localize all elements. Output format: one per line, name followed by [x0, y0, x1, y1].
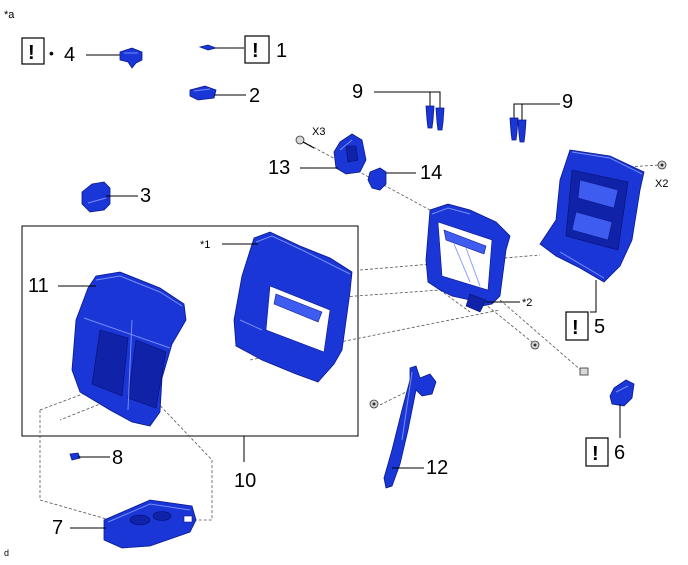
callout-2: 2 — [249, 85, 260, 107]
annotation-star1: *1 — [200, 239, 210, 251]
part-2-cover[interactable] — [189, 85, 217, 101]
callout-1: 1 — [276, 40, 287, 62]
warning-box — [585, 437, 609, 467]
washer-right[interactable] — [530, 340, 540, 350]
callout-7: 7 — [52, 517, 63, 539]
part-9-pin-right-a[interactable] — [509, 117, 519, 141]
corner-label-d: d — [4, 548, 9, 558]
annotation-x2: X2 — [655, 178, 668, 190]
corner-label-a: *a — [4, 9, 15, 21]
warning-box — [244, 35, 270, 64]
part-9-pin-right-b[interactable] — [517, 119, 527, 143]
part-4-clip[interactable] — [119, 47, 143, 69]
part-6-bracket-cover[interactable] — [609, 379, 635, 407]
leader-5 — [590, 280, 597, 313]
warning-5[interactable]: ! — [565, 311, 589, 341]
warning-symbol: ! — [572, 317, 579, 339]
callout-10: 10 — [234, 470, 256, 492]
part-9-pin-left-b[interactable] — [435, 107, 445, 131]
part-11-seatback-cover[interactable] — [71, 271, 187, 427]
callout-14: 14 — [420, 162, 442, 184]
washer-lower[interactable] — [369, 399, 379, 409]
warning-symbol: ! — [592, 443, 599, 465]
warning-box — [21, 37, 45, 65]
bolt-x3[interactable] — [295, 135, 315, 149]
annotation-star2: *2 — [522, 297, 532, 309]
part-1-pin[interactable] — [198, 44, 218, 51]
warning-4[interactable]: ! — [21, 37, 45, 65]
callout-5: 5 — [594, 316, 605, 338]
warning-symbol: ! — [252, 40, 259, 62]
callout-6: 6 — [614, 442, 625, 464]
part-13-hinge-cover[interactable] — [333, 133, 367, 175]
leader-9-right — [513, 103, 560, 120]
part-seatback-pad[interactable] — [233, 231, 353, 383]
bolt-right[interactable] — [579, 367, 589, 376]
callout-13: 13 — [268, 157, 290, 179]
part-14-bracket[interactable] — [367, 167, 387, 191]
nut-x2[interactable] — [657, 160, 667, 170]
seatback-frame[interactable] — [425, 203, 511, 313]
leader-9-left — [374, 91, 441, 108]
callout-9-right: 9 — [562, 91, 573, 113]
warning-box — [565, 311, 589, 341]
warning-1[interactable]: ! — [244, 35, 270, 64]
callout-8: 8 — [112, 447, 123, 469]
part-8-pin[interactable] — [69, 452, 81, 461]
warning-symbol: ! — [28, 42, 35, 64]
assembly-group-box — [21, 225, 359, 437]
part-9-pin-left-a[interactable] — [425, 105, 435, 129]
callout-4: 4 — [64, 44, 75, 66]
annotation-x3: X3 — [312, 126, 325, 138]
callout-3: 3 — [140, 185, 151, 207]
part-5-back-board[interactable] — [539, 149, 645, 283]
warning-6[interactable]: ! — [585, 437, 609, 467]
callout-9-left: 9 — [352, 81, 363, 103]
part-12-seat-belt[interactable] — [383, 365, 437, 489]
callout-11: 11 — [28, 275, 49, 297]
callout-12: 12 — [426, 457, 448, 479]
part-3-cap[interactable] — [81, 181, 111, 213]
bullet-4: • — [49, 45, 54, 61]
part-7-armrest[interactable] — [103, 499, 197, 549]
